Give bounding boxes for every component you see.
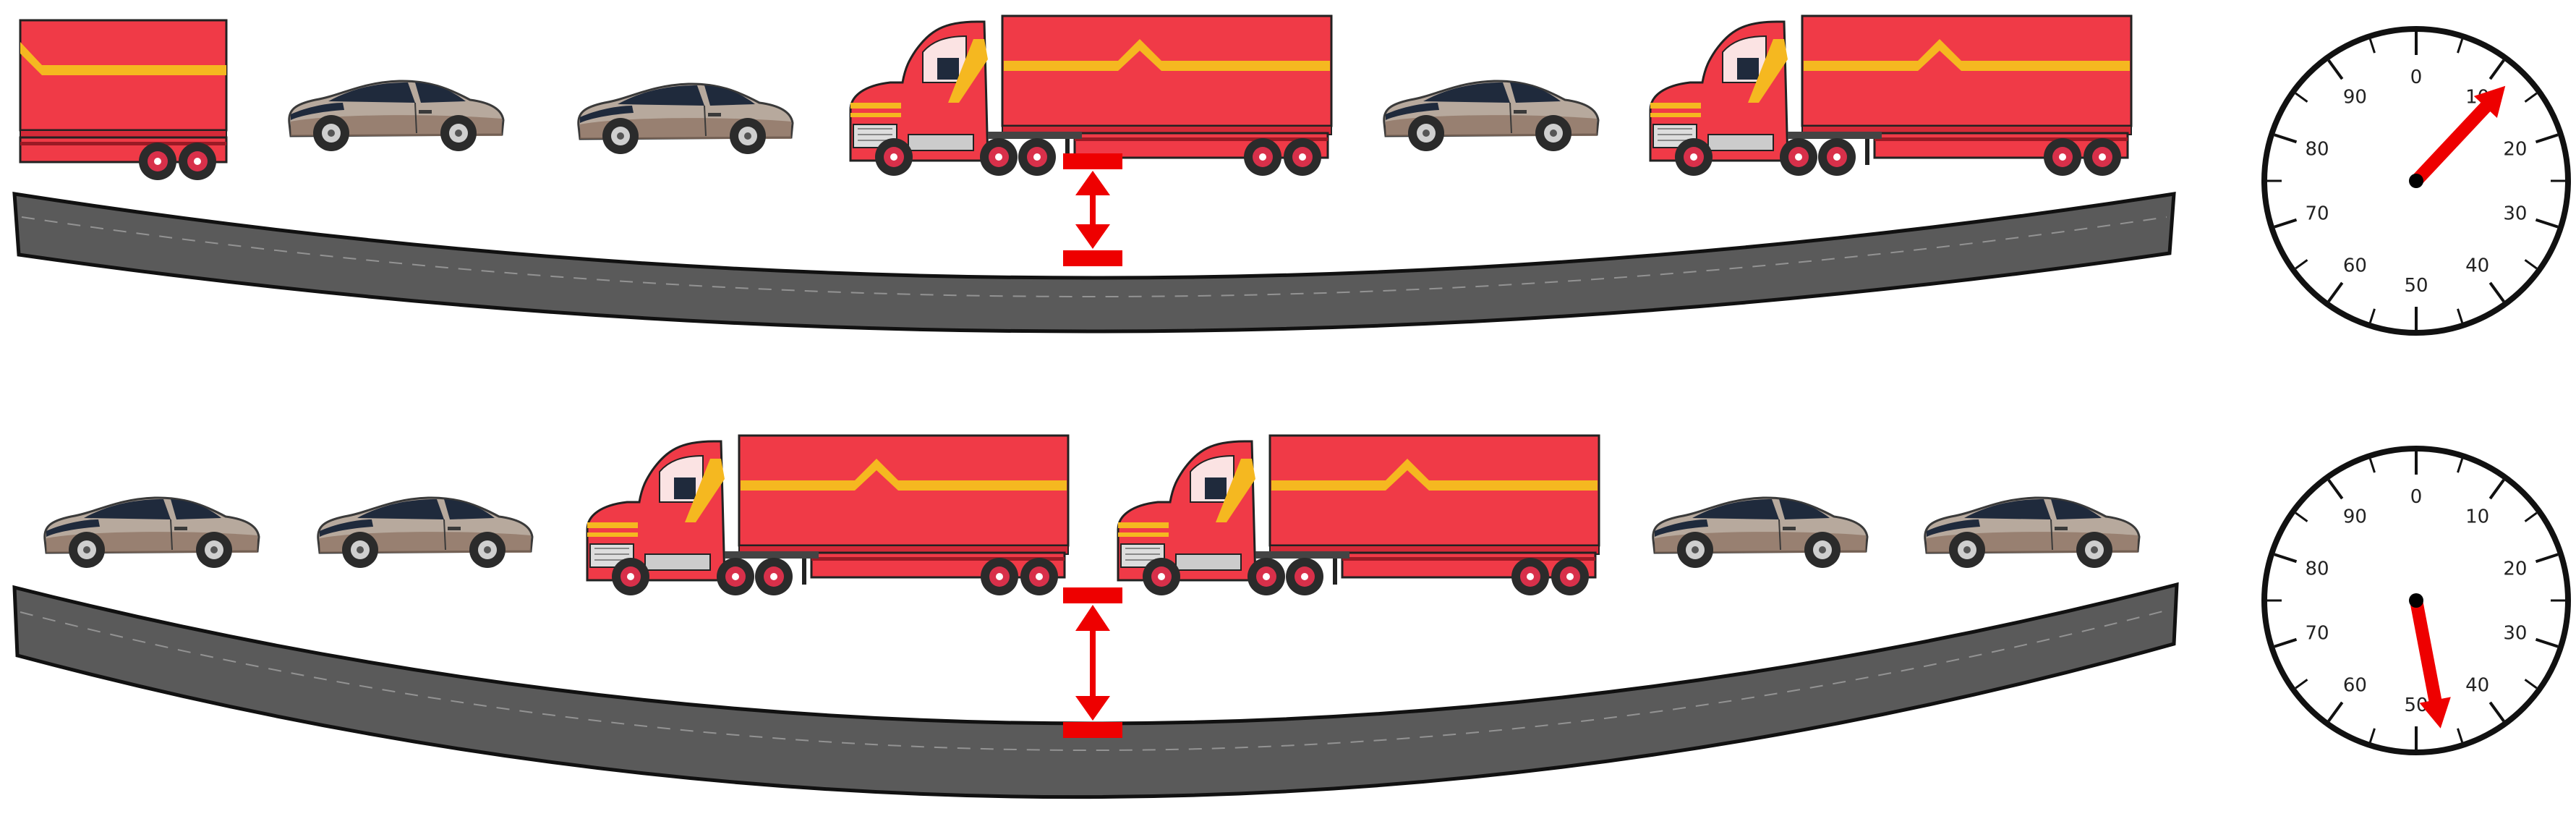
road-bottom [12, 582, 2179, 799]
gauge-minor-tick [2295, 511, 2308, 522]
gauge-minor-tick [2524, 511, 2538, 522]
gauge-minor-tick [2524, 92, 2538, 103]
semi-truck [1650, 16, 2131, 176]
gauge-minor-tick [2295, 92, 2308, 103]
gauge-tick [2488, 701, 2505, 722]
gauge-label: 0 [2410, 486, 2423, 508]
gauge-minor-tick [2368, 308, 2376, 323]
car [288, 80, 505, 153]
car [577, 82, 794, 156]
gauge-label: 30 [2503, 622, 2527, 644]
car [1652, 496, 1869, 569]
gauge-label: 70 [2306, 203, 2329, 224]
vehicles-bottom [43, 436, 2141, 595]
gauge-needle [2410, 599, 2443, 709]
gauge-tick [2274, 133, 2298, 144]
car [43, 496, 260, 569]
semi-truck [850, 16, 1331, 176]
gauge-minor-tick [2457, 458, 2464, 473]
gauge-tick [2274, 218, 2298, 229]
gauge-label: 90 [2343, 506, 2367, 528]
gauge-tick [2327, 701, 2344, 722]
car [1383, 80, 1600, 153]
gauge-minor-tick [2524, 259, 2538, 270]
gauge-tick [2327, 59, 2344, 80]
gauge-label: 30 [2503, 203, 2527, 224]
gauge-tick [2535, 218, 2559, 229]
gauge-tick [2488, 59, 2505, 80]
deflection-indicator-top [1063, 153, 1122, 266]
gauge-hub [2409, 174, 2423, 188]
gauge-minor-tick [2368, 38, 2376, 54]
gauge-minor-tick [2457, 728, 2464, 743]
gauge-tick [2274, 553, 2298, 564]
gauge-tick [2535, 553, 2559, 564]
gauge-label: 40 [2465, 255, 2489, 276]
car [1924, 496, 2141, 569]
gauge-minor-tick [2295, 259, 2308, 270]
gauge-minor-tick [2457, 38, 2464, 54]
gauge-minor-tick [2457, 308, 2464, 323]
gauge-label: 50 [2404, 275, 2428, 297]
gauge-tick [2488, 281, 2505, 302]
gauge-label: 70 [2306, 622, 2329, 644]
gauge-label: 80 [2306, 139, 2329, 161]
gauge-label: 80 [2306, 559, 2329, 580]
gauge-tick [2327, 479, 2344, 500]
gauge-minor-tick [2368, 728, 2376, 743]
semi-truck [1118, 436, 1599, 595]
gauge-needle [2411, 97, 2496, 186]
deflection-indicator-bottom [1063, 587, 1122, 738]
gauge-minor-tick [2295, 679, 2308, 689]
gauge-minor-tick [2524, 679, 2538, 689]
semi-truck [587, 436, 1068, 595]
gauge-minor-tick [2368, 458, 2376, 473]
gauge-label: 90 [2343, 87, 2367, 109]
gauge-label: 20 [2503, 139, 2527, 161]
gauge-label: 0 [2410, 67, 2423, 88]
car [317, 496, 534, 569]
gauge-tick [2274, 637, 2298, 648]
gauge-tick [2535, 637, 2559, 648]
gauge-tick [2327, 281, 2344, 302]
truck-trailer-partial [19, 19, 228, 182]
gauge-label: 10 [2465, 506, 2489, 528]
gauge-label: 60 [2343, 674, 2367, 696]
gauge-hub [2409, 593, 2423, 608]
gauge-label: 20 [2503, 559, 2527, 580]
road-top [12, 192, 2176, 334]
gauge-tick [2488, 479, 2505, 500]
gauge-tick [2535, 133, 2559, 144]
gauge-label: 40 [2465, 674, 2489, 696]
gauge-label: 60 [2343, 255, 2367, 276]
